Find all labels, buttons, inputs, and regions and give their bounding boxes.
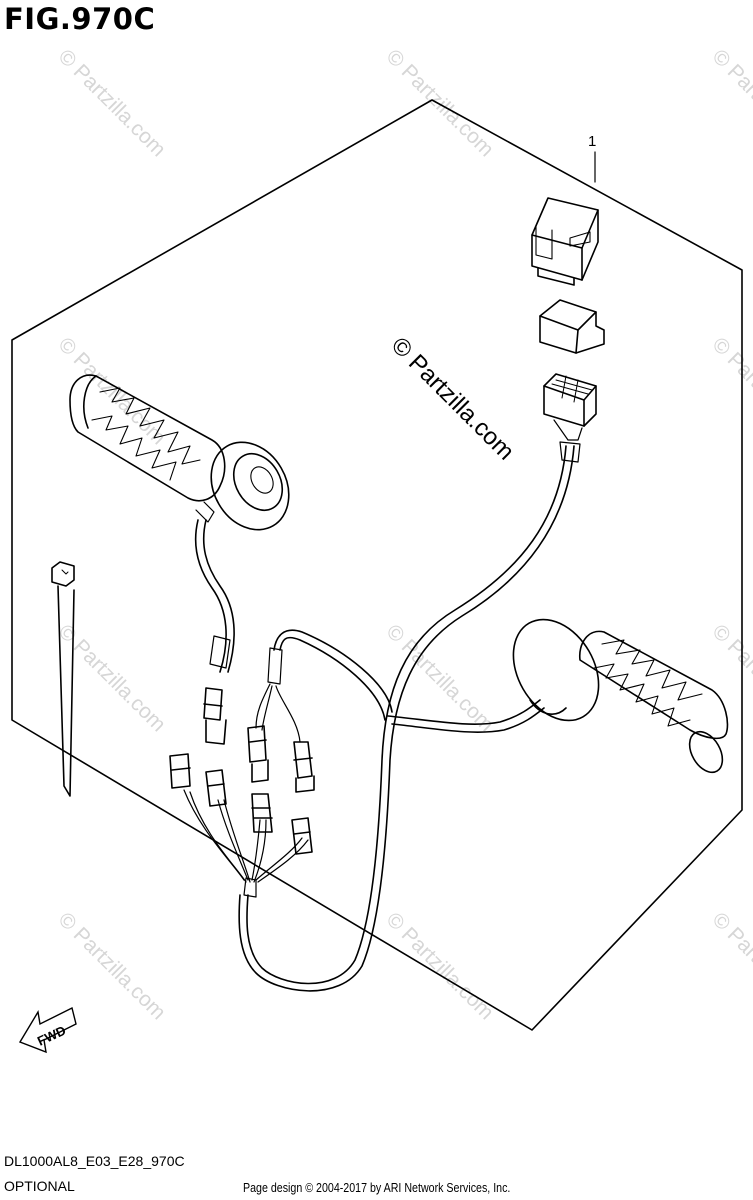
connector-icon xyxy=(247,725,269,783)
figure-title: FIG.970C xyxy=(4,2,156,36)
section-label: OPTIONAL xyxy=(4,1178,75,1194)
connector-icon xyxy=(293,741,315,793)
rubber-cover-icon xyxy=(539,299,605,354)
connector-icon xyxy=(205,769,227,807)
right-heated-grip-icon xyxy=(512,618,729,774)
fwd-arrow-icon: FWD xyxy=(18,1006,77,1054)
main-harness-cable xyxy=(246,445,567,985)
connector-icon xyxy=(169,753,191,789)
right-grip-cable xyxy=(279,636,386,721)
cable-tie-icon xyxy=(51,561,75,797)
connector-icon xyxy=(291,817,313,855)
footer-copyright: Page design © 2004-2017 by ARI Network S… xyxy=(243,1180,511,1195)
left-heated-grip-icon xyxy=(69,374,290,531)
connector-icon xyxy=(251,793,273,833)
controller-housing-icon xyxy=(531,197,599,286)
connector-icon xyxy=(203,687,227,745)
main-connector-icon xyxy=(543,373,597,441)
model-code: DL1000AL8_E03_E28_970C xyxy=(4,1153,185,1169)
kit-boundary xyxy=(11,99,743,1031)
left-grip-cable xyxy=(194,519,227,673)
part-callout-number: 1 xyxy=(588,133,597,150)
